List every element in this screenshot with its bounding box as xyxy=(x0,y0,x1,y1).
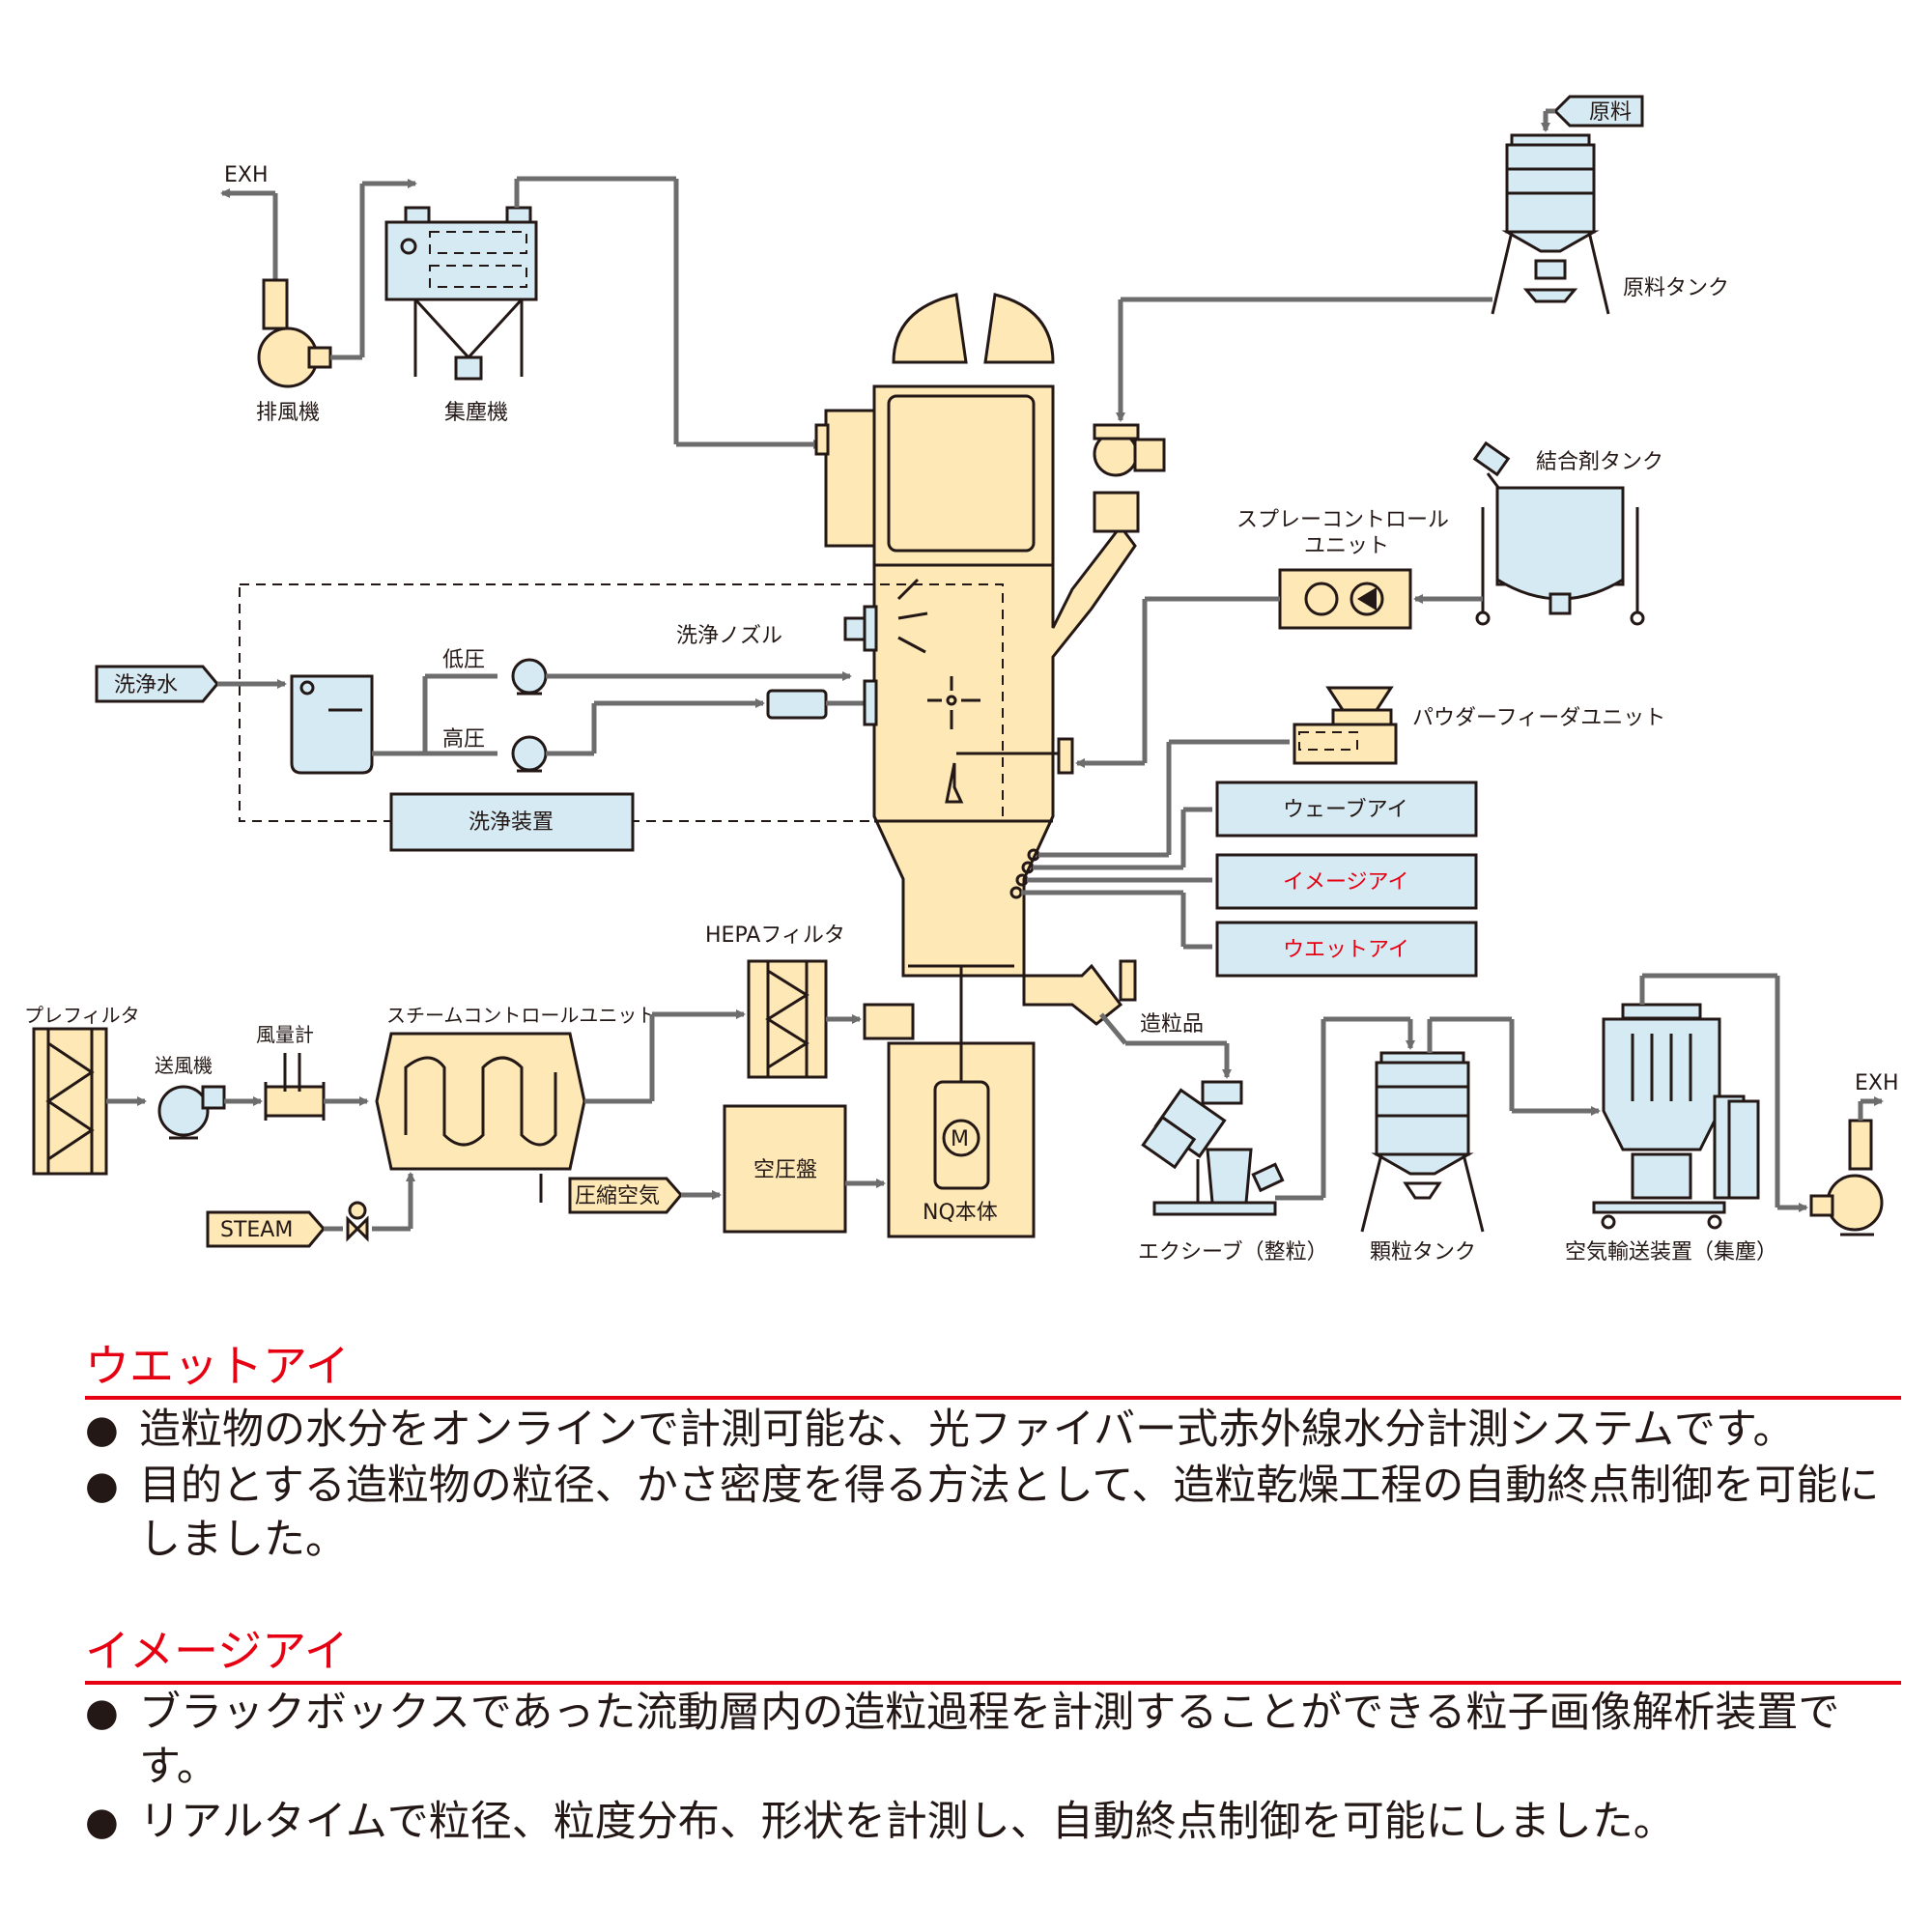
wet-eye-section-title: ウエットアイ xyxy=(85,1338,1901,1400)
ex-sieve xyxy=(1141,1080,1285,1216)
air-panel-box xyxy=(723,1104,847,1234)
air-panel-label: 空圧盤 xyxy=(753,1158,817,1182)
wash-water-tank xyxy=(290,674,374,775)
high-pressure-label: 高圧 xyxy=(442,727,485,752)
blower xyxy=(157,1085,226,1140)
low-pressure-pump xyxy=(511,658,548,696)
spray-control-label-1: スプレーコントロール xyxy=(1236,508,1449,532)
pneumatic-conveyor xyxy=(1592,1003,1760,1230)
washing-device-label: 洗浄装置 xyxy=(469,810,554,835)
steam-control-unit-label: スチームコントロールユニット xyxy=(386,1004,656,1027)
wave-eye-label: ウェーブアイ xyxy=(1283,798,1408,822)
bullet-text: 目的とする造粒物の粒径、かさ密度を得る方法として、造粒乾燥工程の自動終点制御を可… xyxy=(139,1462,1880,1564)
pre-filter xyxy=(32,1027,108,1176)
steam-label: STEAM xyxy=(220,1218,293,1242)
wash-nozzle-label: 洗浄ノズル xyxy=(676,624,782,648)
motor-label: M xyxy=(951,1127,969,1151)
binder-tank-label: 結合剤タンク xyxy=(1536,450,1663,474)
nq-body-label: NQ本体 xyxy=(923,1201,998,1225)
nq-main-body xyxy=(814,293,1166,1043)
high-pressure-pump xyxy=(511,735,548,773)
material-tank xyxy=(1491,133,1610,315)
sensor-ports xyxy=(1009,848,1040,899)
hepa-filter xyxy=(747,959,828,1079)
hepa-filter-label: HEPAフィルタ xyxy=(705,923,845,948)
powder-feeder-label: パウダーフィーダユニット xyxy=(1412,706,1665,730)
material-tank-label: 原料タンク xyxy=(1623,276,1729,300)
image-eye-box xyxy=(1215,853,1478,910)
air-flow-meter-label: 風量計 xyxy=(256,1023,314,1046)
pre-filter-label: プレフィルタ xyxy=(24,1004,140,1027)
exhaust-fan-right xyxy=(1809,1119,1884,1236)
dust-collector-label: 集塵機 xyxy=(444,401,508,425)
granule-tank-label: 顆粒タンク xyxy=(1370,1240,1476,1264)
wash-water-tag xyxy=(95,665,219,703)
blower-label: 送風機 xyxy=(155,1054,213,1077)
image-eye-bullet-2: ● リアルタイムで粒径、粒度分布、形状を計測し、自動終点制御を可能にしました。 xyxy=(85,1795,1911,1849)
image-eye-section-title: イメージアイ xyxy=(85,1623,1901,1685)
material-input-tag xyxy=(1541,95,1644,132)
powder-feeder-unit xyxy=(1293,686,1398,765)
bullet-text: リアルタイムで粒径、粒度分布、形状を計測し、自動終点制御を可能にしました。 xyxy=(139,1798,1675,1846)
wash-nozzle xyxy=(843,578,980,729)
steam-valve xyxy=(346,1201,369,1242)
compressed-air-tag xyxy=(568,1177,683,1214)
exhaust-fan-label: 排風機 xyxy=(256,401,320,425)
spray-control-label-2: ユニット xyxy=(1304,534,1389,558)
bullet-text: ブラックボックスであった流動層内の造粒過程を計測することができる粒子画像解析装置… xyxy=(139,1689,1840,1791)
spray-control-unit xyxy=(1278,568,1412,630)
bullet-dot: ● xyxy=(85,1800,119,1844)
ex-sieve-label: エクシーブ（整粒） xyxy=(1138,1240,1328,1264)
steam-control-unit xyxy=(375,1032,586,1171)
high-pressure-nozzle-unit xyxy=(766,689,869,720)
material-label: 原料 xyxy=(1589,100,1632,125)
image-eye-bullet-1: ● ブラックボックスであった流動層内の造粒過程を計測することができる粒子画像解析… xyxy=(85,1686,1911,1794)
bullet-dot: ● xyxy=(85,1407,119,1452)
wash-water-label: 洗浄水 xyxy=(114,673,178,697)
granule-tank xyxy=(1360,1051,1485,1233)
process-flow-diagram: EXH 排風機 集塵機 xyxy=(24,95,1899,1264)
bullet-dot: ● xyxy=(85,1690,119,1735)
air-flow-meter xyxy=(264,1053,326,1121)
washing-device-box xyxy=(389,792,635,852)
pneumatic-conveyor-label: 空気輸送装置（集塵） xyxy=(1565,1240,1777,1264)
wave-eye-box xyxy=(1215,781,1478,838)
wet-eye-bullet-2: ● 目的とする造粒物の粒径、かさ密度を得る方法として、造粒乾燥工程の自動終点制御… xyxy=(85,1459,1911,1567)
image-eye-label: イメージアイ xyxy=(1283,870,1408,895)
granulated-product-label: 造粒品 xyxy=(1140,1012,1204,1037)
low-pressure-label: 低圧 xyxy=(442,648,485,672)
steam-tag xyxy=(206,1210,326,1248)
exhaust-fan xyxy=(220,188,362,388)
exh-left-label: EXH xyxy=(224,163,269,187)
nq-cabinet xyxy=(887,1041,1036,1238)
wet-eye-label: ウエットアイ xyxy=(1283,938,1409,962)
bullet-text: 造粒物の水分をオンラインで計測可能な、光ファイバー式赤外線水分計測システムです。 xyxy=(139,1406,1795,1454)
wet-eye-box xyxy=(1215,921,1478,978)
exh-right-label: EXH xyxy=(1855,1071,1899,1095)
bullet-dot: ● xyxy=(85,1463,119,1508)
dust-collector xyxy=(359,179,538,381)
binder-tank xyxy=(1472,440,1645,626)
wet-eye-bullet-1: ● 造粒物の水分をオンラインで計測可能な、光ファイバー式赤外線水分計測システムで… xyxy=(85,1403,1911,1457)
compressed-air-label: 圧縮空気 xyxy=(575,1184,660,1208)
